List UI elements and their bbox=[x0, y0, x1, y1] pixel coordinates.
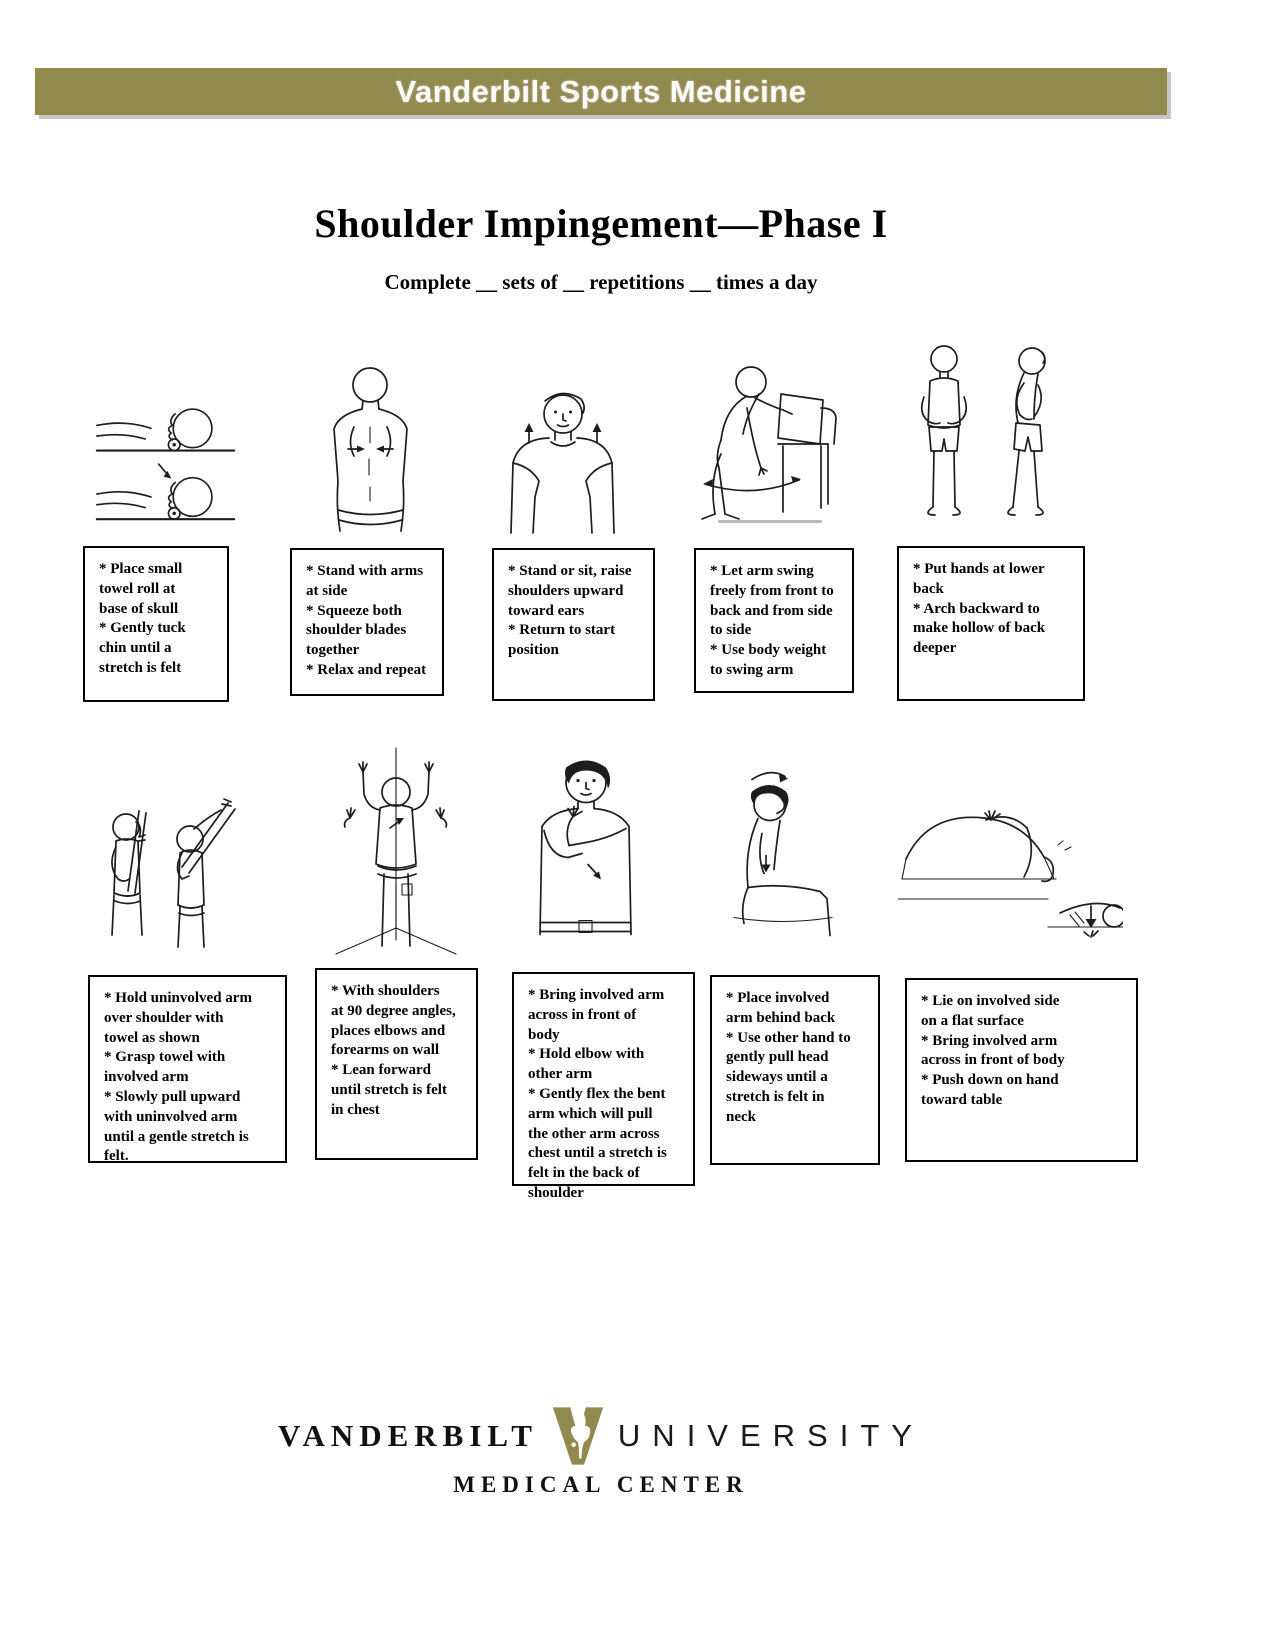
header-banner: Vanderbilt Sports Medicine bbox=[35, 68, 1167, 115]
instruction-text: * Place small towel roll at base of skul… bbox=[99, 561, 186, 676]
footer-medical-center-text: MEDICAL CENTER bbox=[453, 1472, 749, 1497]
instruction-text: * Let arm swing freely from front to bac… bbox=[710, 563, 834, 678]
instruction-box-neck-stretch: * Place involved arm behind back * Use o… bbox=[710, 975, 880, 1165]
instruction-box-shoulder-shrug: * Stand or sit, raise shoulders upward t… bbox=[492, 548, 655, 701]
dosage-line: Complete __ sets of __ repetitions __ ti… bbox=[384, 270, 818, 294]
seated-neck-stretch-illustration bbox=[700, 765, 845, 961]
footer-university-text: UNIVERSITY bbox=[617, 1418, 924, 1453]
instruction-box-chin-tuck: * Place small towel roll at base of skul… bbox=[83, 546, 229, 702]
instruction-text: * Put hands at lower back * Arch backwar… bbox=[913, 561, 1046, 657]
footer-logo: VANDERBILT UNIVERSITY bbox=[35, 1405, 1167, 1467]
instruction-text: * Bring involved arm across in front of … bbox=[528, 987, 667, 1201]
instruction-box-pendulum: * Let arm swing freely from front to bac… bbox=[694, 548, 854, 693]
instruction-box-towel-stretch: * Hold uninvolved arm over shoulder with… bbox=[88, 975, 287, 1164]
towel-stretch-illustration bbox=[90, 795, 245, 955]
cross-body-stretch-illustration bbox=[528, 752, 643, 948]
instruction-box-corner-stretch: * With shoulders at 90 degree angles, pl… bbox=[315, 968, 478, 1160]
pendulum-swing-illustration bbox=[695, 355, 850, 527]
instruction-text: * Hold uninvolved arm over shoulder with… bbox=[104, 990, 252, 1165]
instruction-box-side-lying: * Lie on involved side on a flat surface… bbox=[905, 978, 1138, 1162]
instruction-box-shoulder-blade-squeeze: * Stand with arms at side * Squeeze both… bbox=[290, 548, 444, 696]
shoulder-shrug-illustration bbox=[505, 385, 620, 535]
instruction-text: * Stand with arms at side * Squeeze both… bbox=[306, 563, 427, 678]
instruction-text: * With shoulders at 90 degree angles, pl… bbox=[331, 983, 456, 1118]
shoulder-blade-squeeze-illustration bbox=[318, 362, 423, 534]
standing-back-arch-illustration bbox=[900, 338, 1075, 530]
footer-vanderbilt-text: VANDERBILT bbox=[278, 1418, 538, 1453]
chin-tuck-illustration bbox=[93, 400, 238, 535]
corner-wall-stretch-illustration bbox=[328, 742, 463, 967]
page-title: Shoulder Impingement—Phase I bbox=[314, 201, 888, 246]
instruction-text: * Lie on involved side on a flat surface… bbox=[921, 993, 1065, 1108]
header-title: Vanderbilt Sports Medicine bbox=[395, 73, 807, 109]
vanderbilt-v-logo-icon bbox=[552, 1405, 604, 1467]
instruction-box-back-arch: * Put hands at lower back * Arch backwar… bbox=[897, 546, 1085, 701]
instruction-text: * Stand or sit, raise shoulders upward t… bbox=[508, 563, 632, 659]
instruction-text: * Place involved arm behind back * Use o… bbox=[726, 990, 851, 1125]
side-lying-press-illustration bbox=[897, 795, 1126, 950]
illustration-fineprint bbox=[718, 520, 822, 523]
instruction-box-cross-body: * Bring involved arm across in front of … bbox=[512, 972, 695, 1201]
